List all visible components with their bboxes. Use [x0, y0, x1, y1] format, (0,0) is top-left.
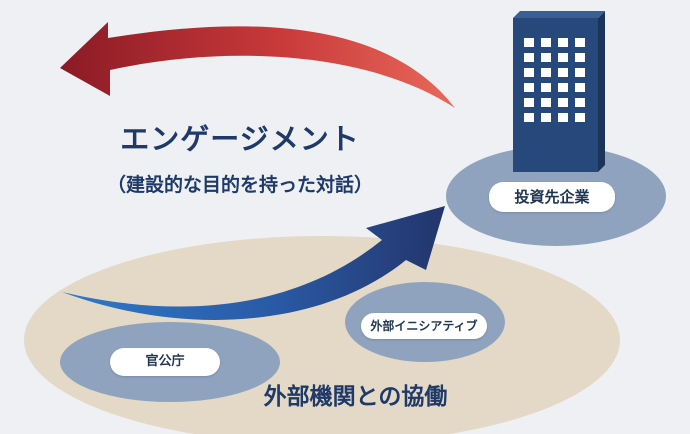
collaboration-label: 外部機関との協働: [263, 384, 448, 410]
building-window: [575, 98, 585, 107]
company-label: 投資先企業: [489, 182, 615, 212]
initiative-label: 外部イニシアティブ: [361, 313, 487, 339]
blue-arrow: [62, 206, 445, 320]
government-label: 官公庁: [110, 348, 220, 376]
building-window: [524, 98, 534, 107]
building-window: [575, 38, 585, 47]
building-window: [524, 53, 534, 62]
building-window: [524, 83, 534, 92]
building-window: [541, 83, 551, 92]
building-window: [541, 38, 551, 47]
engagement-subtitle: （建設的な目的を持った対話）: [106, 174, 373, 196]
engagement-title: エンゲージメント: [120, 122, 360, 156]
building-window: [541, 113, 551, 122]
building-window: [524, 38, 534, 47]
building-window: [524, 68, 534, 77]
building-window: [558, 113, 568, 122]
building-window: [541, 68, 551, 77]
red-arrow: [60, 22, 455, 108]
building-window: [575, 113, 585, 122]
building-window: [558, 98, 568, 107]
building-icon: [513, 11, 605, 172]
building-window: [524, 113, 534, 122]
building-window: [558, 38, 568, 47]
building-window: [558, 53, 568, 62]
building-window: [558, 68, 568, 77]
building-window: [558, 83, 568, 92]
building-window: [575, 68, 585, 77]
building-window: [575, 53, 585, 62]
building-window: [541, 98, 551, 107]
building-window: [575, 83, 585, 92]
building-window: [541, 53, 551, 62]
